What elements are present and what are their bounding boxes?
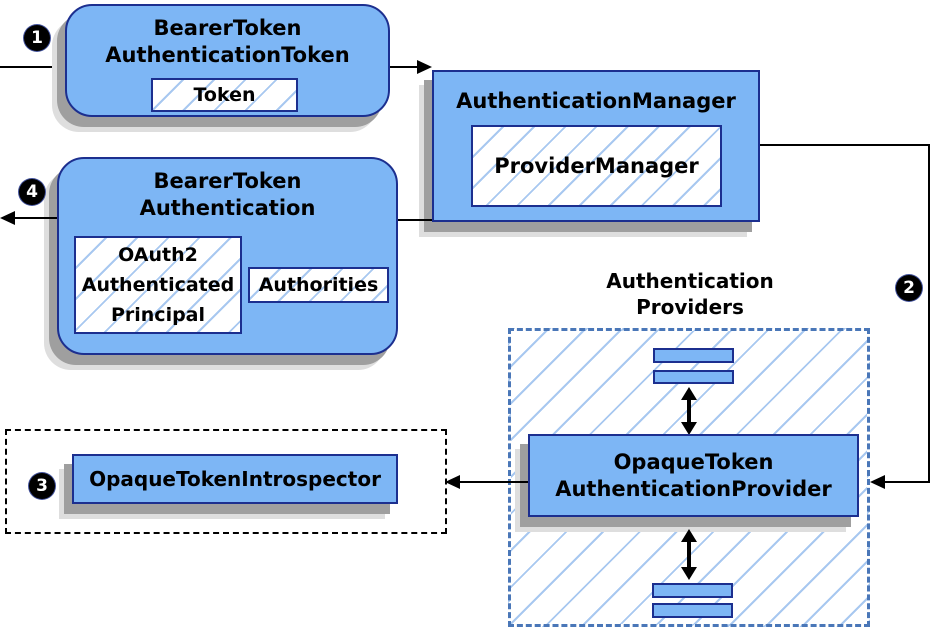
manager-to-providers-line-bottom — [884, 481, 930, 483]
token-to-manager-arrowhead — [417, 60, 432, 74]
manager-to-providers-line-top — [760, 144, 930, 146]
step-1-number: 1 — [31, 28, 43, 48]
manager-to-providers-line-right — [928, 144, 930, 483]
step-2-badge: 2 — [896, 275, 922, 301]
arrow-up-tip — [681, 387, 697, 400]
token-to-manager-line — [390, 66, 420, 68]
principal-line-3: Principal — [110, 304, 206, 326]
step-4-badge: 4 — [19, 179, 45, 205]
principal-line-2: Authenticated — [81, 274, 235, 296]
provider-exchange-arrow-bottom — [681, 529, 697, 580]
title-line-2: AuthenticationToken — [105, 43, 350, 67]
arrow-up-tip — [681, 529, 697, 542]
bearer-token-authentication-token-node: BearerToken AuthenticationToken Token — [65, 4, 390, 117]
heading-line-2: Providers — [636, 295, 744, 319]
other-provider-bar-top-2 — [653, 370, 734, 384]
provider-to-introspector-arrowhead — [445, 475, 460, 489]
bearer-token-authentication-title: BearerToken Authentication — [59, 168, 396, 222]
authentication-out-arrowhead — [0, 211, 15, 225]
other-provider-bar-bottom-1 — [652, 583, 733, 598]
title-line-2: Authentication — [139, 196, 316, 220]
token-box: Token — [151, 78, 298, 112]
arrow-stem — [687, 397, 691, 425]
manager-to-authentication-line — [398, 219, 432, 221]
incoming-request-line — [0, 66, 64, 68]
provider-manager-label: ProviderManager — [494, 154, 699, 178]
provider-line-1: OpaqueToken — [613, 449, 774, 474]
opaque-token-authentication-provider-node: OpaqueToken AuthenticationProvider — [528, 434, 859, 517]
token-label: Token — [193, 84, 256, 106]
authentication-manager-title: AuthenticationManager — [456, 89, 736, 113]
step-2-number: 2 — [903, 278, 915, 298]
title-line-1: BearerToken — [153, 169, 302, 193]
authorities-label: Authorities — [258, 274, 379, 296]
bearer-token-authentication-token-title: BearerToken AuthenticationToken — [67, 15, 388, 69]
arrow-stem — [687, 539, 691, 570]
other-provider-bar-bottom-2 — [652, 603, 733, 618]
provider-to-introspector-line — [458, 481, 528, 483]
providers-in-arrowhead — [870, 475, 885, 489]
authentication-manager-node: AuthenticationManager ProviderManager — [432, 70, 760, 222]
oauth2-authenticated-principal-box: OAuth2 Authenticated Principal — [74, 236, 242, 334]
step-3-badge: 3 — [29, 473, 55, 499]
heading-line-1: Authentication — [606, 269, 774, 293]
bearer-token-authentication-node: BearerToken Authentication OAuth2 Authen… — [57, 157, 398, 355]
authorities-box: Authorities — [248, 267, 389, 303]
title-line-1: BearerToken — [153, 16, 302, 40]
introspector-label: OpaqueTokenIntrospector — [89, 467, 381, 491]
step-3-number: 3 — [36, 476, 48, 496]
step-4-number: 4 — [26, 182, 38, 202]
other-provider-bar-top-1 — [653, 348, 734, 363]
step-1-badge: 1 — [24, 25, 50, 51]
authentication-out-line — [10, 217, 57, 219]
arrow-down-tip — [681, 422, 697, 435]
opaque-token-introspector-node: OpaqueTokenIntrospector — [72, 454, 398, 504]
principal-line-1: OAuth2 — [118, 244, 198, 266]
provider-exchange-arrow-top — [681, 387, 697, 435]
provider-line-2: AuthenticationProvider — [555, 476, 832, 501]
arrow-down-tip — [681, 567, 697, 580]
authentication-providers-heading: Authentication Providers — [580, 268, 800, 320]
provider-manager-box: ProviderManager — [471, 125, 722, 207]
